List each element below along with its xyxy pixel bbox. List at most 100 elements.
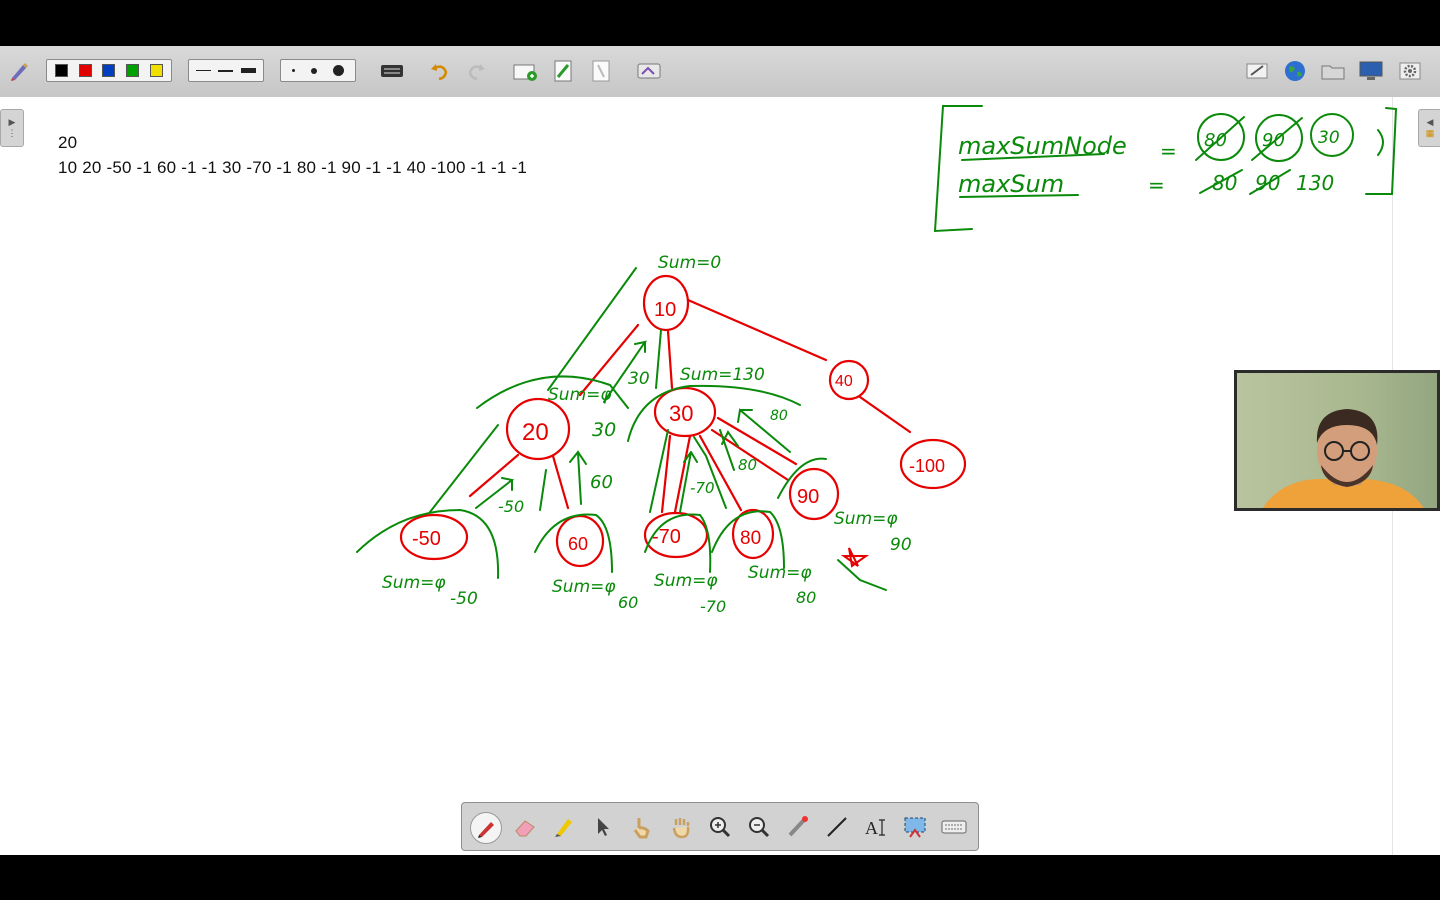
svg-text:-50: -50 xyxy=(412,528,441,550)
svg-text:40: 40 xyxy=(835,373,853,390)
highlighter-icon[interactable] xyxy=(549,812,579,842)
chevron-right-icon: ▶ xyxy=(8,117,16,127)
webcam-video-overlay[interactable] xyxy=(1234,370,1440,511)
top-toolbar xyxy=(0,46,1440,98)
medium-line-button[interactable] xyxy=(218,69,234,72)
color-green-swatch[interactable] xyxy=(126,64,140,77)
chevron-left-icon: ◀ xyxy=(1426,117,1434,127)
svg-text:-50: -50 xyxy=(450,589,478,609)
color-yellow-swatch[interactable] xyxy=(149,64,163,77)
color-palette xyxy=(46,59,172,82)
pointer-icon[interactable] xyxy=(588,812,618,842)
svg-text:maxSumNode: maxSumNode xyxy=(958,132,1127,160)
right-panel-toggle[interactable]: ◀ ▦ xyxy=(1418,109,1440,147)
node-20-circle xyxy=(505,397,571,461)
input-line-1: 20 xyxy=(58,133,78,152)
draw-mode-icon[interactable] xyxy=(1243,58,1271,84)
svg-text:A: A xyxy=(865,818,878,838)
svg-text:=: = xyxy=(1160,139,1177,163)
svg-text:=: = xyxy=(1148,173,1165,197)
color-blue-swatch[interactable] xyxy=(102,64,116,77)
svg-text:60: 60 xyxy=(590,472,613,493)
svg-text:80: 80 xyxy=(770,408,788,424)
node-40-circle xyxy=(828,359,870,401)
svg-text:Sum=φ: Sum=φ xyxy=(834,509,898,529)
pan-hand-icon[interactable] xyxy=(666,812,696,842)
svg-text:80: 80 xyxy=(1204,130,1227,151)
star-mark-icon xyxy=(840,547,870,568)
node-minus50-circle xyxy=(399,513,469,561)
svg-text:Sum=130: Sum=130 xyxy=(680,365,765,385)
svg-text:Sum=φ: Sum=φ xyxy=(552,577,616,597)
top-black-bar xyxy=(0,0,1440,46)
zoom-in-icon[interactable] xyxy=(705,812,735,842)
screenshot-icon[interactable] xyxy=(634,58,664,84)
svg-text:80: 80 xyxy=(740,528,761,549)
thick-line-button[interactable] xyxy=(241,68,257,73)
svg-text:Sum=φ: Sum=φ xyxy=(382,573,446,593)
folder-icon[interactable] xyxy=(1319,58,1347,84)
svg-text:Sum=φ: Sum=φ xyxy=(548,385,612,405)
large-dot-button[interactable] xyxy=(333,65,344,76)
dot-size-group xyxy=(280,59,356,82)
new-page-icon[interactable] xyxy=(511,58,539,84)
input-line-2: 10 20 -50 -1 60 -1 -1 30 -70 -1 80 -1 90… xyxy=(58,158,528,177)
node-90-circle xyxy=(788,467,840,521)
node-10-circle xyxy=(642,274,690,332)
svg-text:90: 90 xyxy=(797,486,819,508)
undo-icon[interactable] xyxy=(426,58,452,84)
svg-text:30: 30 xyxy=(628,369,650,389)
green-ink-layer: Sum=0 Sum=φ 30 Sum=130 30 80 80 -70 60 -… xyxy=(356,105,1398,616)
svg-text:30: 30 xyxy=(669,401,693,426)
svg-text:-70: -70 xyxy=(652,526,681,548)
previous-page-icon[interactable] xyxy=(588,58,614,84)
text-tool-icon[interactable]: A xyxy=(861,812,891,842)
redo-icon[interactable] xyxy=(464,58,490,84)
svg-text:90: 90 xyxy=(890,535,912,555)
svg-text:Sum=φ: Sum=φ xyxy=(748,563,812,583)
hand-pointer-icon[interactable] xyxy=(627,812,657,842)
svg-text:80: 80 xyxy=(1212,171,1237,195)
small-dot-button[interactable] xyxy=(292,69,295,72)
keyboard-icon[interactable] xyxy=(378,58,406,84)
svg-text:-50: -50 xyxy=(498,497,524,516)
node-30-circle xyxy=(653,386,717,438)
zoom-out-icon[interactable] xyxy=(744,812,774,842)
red-ink-layer: 10 20 30 40 -50 60 -70 80 90 -100 xyxy=(399,274,967,568)
eraser-icon[interactable] xyxy=(510,812,540,842)
svg-text:-100: -100 xyxy=(909,456,945,476)
keyboard-icon[interactable] xyxy=(939,812,969,842)
line-width-group xyxy=(188,59,264,82)
color-red-swatch[interactable] xyxy=(78,64,92,77)
pen-icon[interactable] xyxy=(470,812,502,844)
next-page-icon[interactable] xyxy=(550,58,576,84)
thin-line-button[interactable] xyxy=(195,70,211,71)
svg-text:10: 10 xyxy=(654,299,676,321)
left-panel-toggle[interactable]: ▶ ⋮ xyxy=(0,109,24,147)
screen-capture-icon[interactable] xyxy=(900,812,930,842)
laser-pen-icon[interactable] xyxy=(783,812,813,842)
svg-text:90: 90 xyxy=(1255,171,1280,195)
monitor-icon[interactable] xyxy=(1357,58,1385,84)
svg-text:30: 30 xyxy=(1318,128,1340,148)
svg-text:80: 80 xyxy=(796,588,816,607)
svg-text:90: 90 xyxy=(1262,130,1285,151)
svg-text:-70: -70 xyxy=(690,479,715,497)
bottom-black-bar xyxy=(0,855,1440,900)
globe-icon[interactable] xyxy=(1281,58,1309,84)
svg-text:60: 60 xyxy=(568,534,588,554)
bottom-tool-palette: A xyxy=(461,802,979,851)
svg-text:80: 80 xyxy=(738,456,757,474)
node-80-circle xyxy=(731,508,775,560)
pen-icon[interactable] xyxy=(6,58,32,84)
panel-icon: ▦ xyxy=(1425,128,1435,138)
medium-dot-button[interactable] xyxy=(311,67,317,74)
svg-text:-70: -70 xyxy=(700,597,726,616)
node-minus70-circle xyxy=(643,511,709,559)
line-icon[interactable] xyxy=(822,812,852,842)
svg-text:Sum=0: Sum=0 xyxy=(658,253,721,273)
color-black-swatch[interactable] xyxy=(55,64,69,77)
presenter-avatar xyxy=(1262,409,1424,508)
settings-icon[interactable] xyxy=(1395,58,1425,84)
